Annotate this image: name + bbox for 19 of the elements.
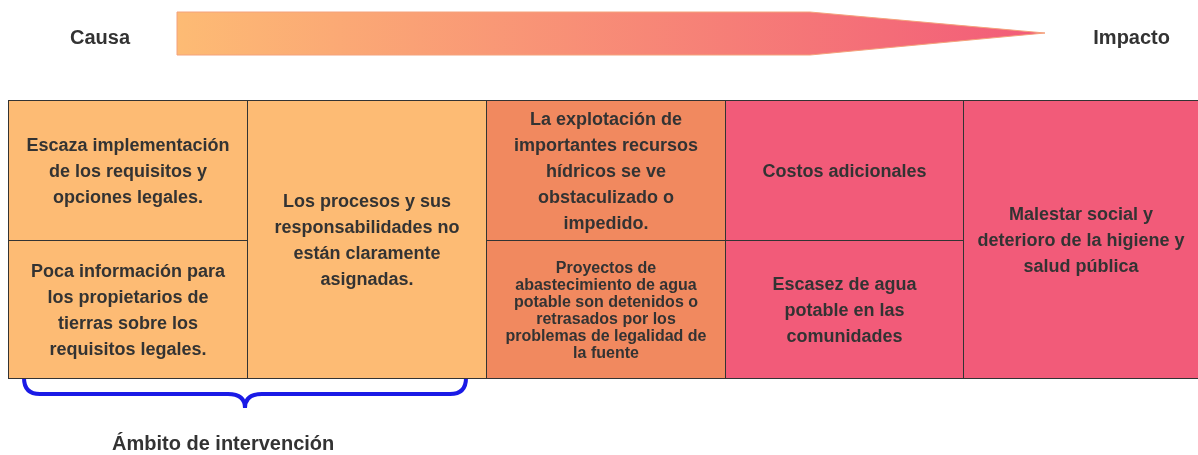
cell-text: Costos adicionales [762,159,927,183]
cell-box [486,100,726,241]
cell-text: La explotación de importantes recursos hídricos se ve obstaculizado o impedido. [512,107,700,235]
cell-box [8,240,248,379]
impact-label: Impacto [1093,25,1170,50]
cell-box [725,100,964,241]
cell-text: Proyectos de abastecimiento de agua potable son detenidos o retrasados por los problemas de legalidad de la fuente [504,258,708,361]
cell-box [725,240,964,379]
cell-text: Poca información para los propietarios de tierras sobre los requisitos legales. [29,259,227,361]
cause-label: Causa [70,25,131,50]
cell-text: Los procesos y sus responsabilidades no están claramente asignadas. [273,189,461,291]
cell-text: Malestar social y deterioro de la higiene y salud pública [976,202,1186,278]
cell-text: Escasez de agua potable en las comunidades [771,272,918,348]
cell-box [8,100,248,241]
cell-box [963,100,1198,379]
cell-box [486,240,726,379]
cell-box [247,100,487,379]
cell-text: Escaza implementación de los requisitos y opciones legales. [25,133,231,209]
scope-label: Ámbito de intervención [112,431,335,455]
